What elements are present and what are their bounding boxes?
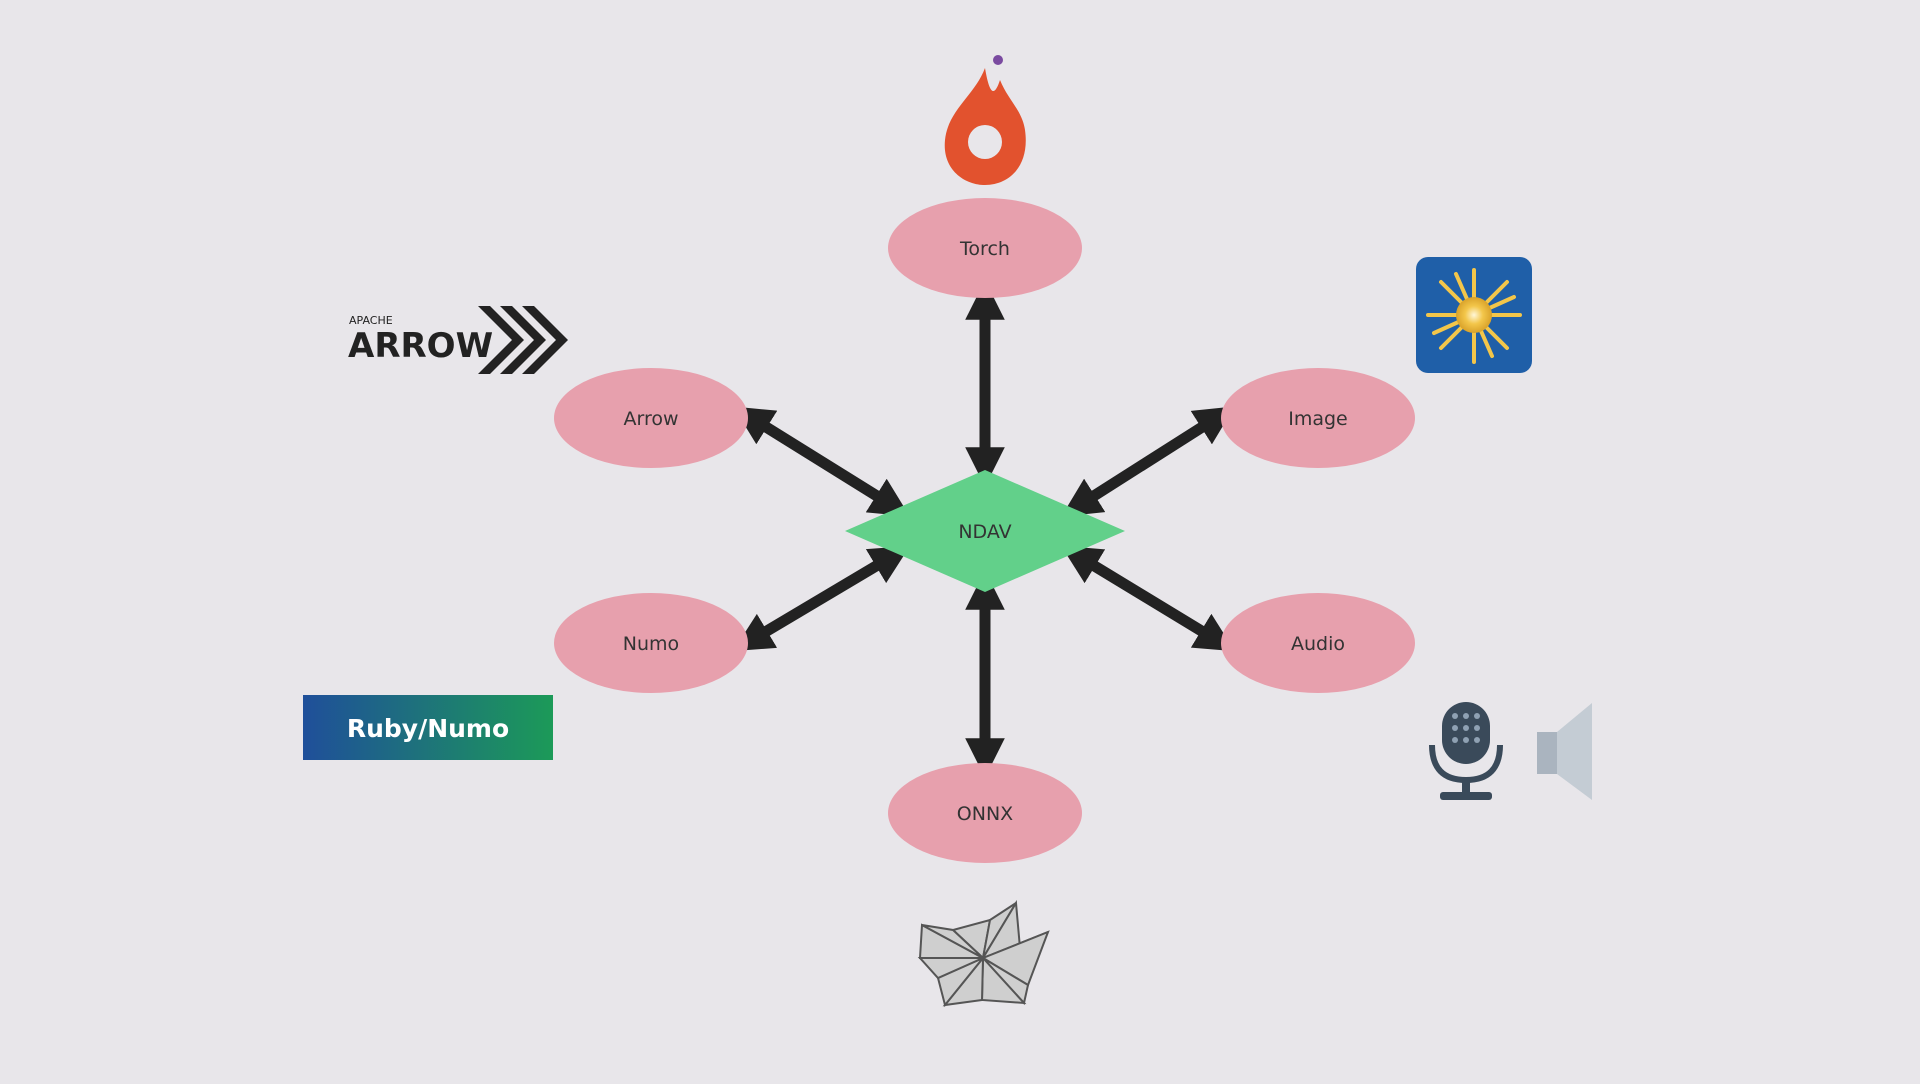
apache-text: APACHE [349,314,393,327]
speaker-icon [1537,703,1592,800]
image-label: Image [1288,408,1348,430]
apache-arrow-logo: APACHE ARROW [348,306,568,374]
arrow-ndav-arrow [733,406,910,517]
torch-label: Torch [959,238,1010,260]
microphone-icon [1429,702,1503,800]
arrow-logo-text: ARROW [348,326,493,366]
arrow-ndav-image [1061,406,1235,517]
ruby-numo-text: Ruby/Numo [347,714,509,743]
arrow-ndav-numo [732,545,911,652]
image-node: Image [1221,368,1415,468]
connectors [732,280,1235,778]
onnx-logo [917,899,1050,1008]
ruby-numo-logo: Ruby/Numo [303,695,553,760]
arrow-ndav-audio [1061,545,1235,652]
image-library-logo [1416,257,1532,373]
numo-label: Numo [623,633,679,655]
arrow-node: Arrow [554,368,748,468]
onnx-node: ONNX [888,763,1082,863]
onnx-label: ONNX [957,803,1013,825]
ndav-label: NDAV [958,521,1011,543]
arrow-label: Arrow [623,408,678,430]
audio-node: Audio [1221,593,1415,693]
audio-label: Audio [1291,633,1345,655]
torch-flame-icon [944,55,1026,185]
torch-node: Torch [888,198,1082,298]
ndav-node: NDAV [845,470,1125,592]
numo-node: Numo [554,593,748,693]
